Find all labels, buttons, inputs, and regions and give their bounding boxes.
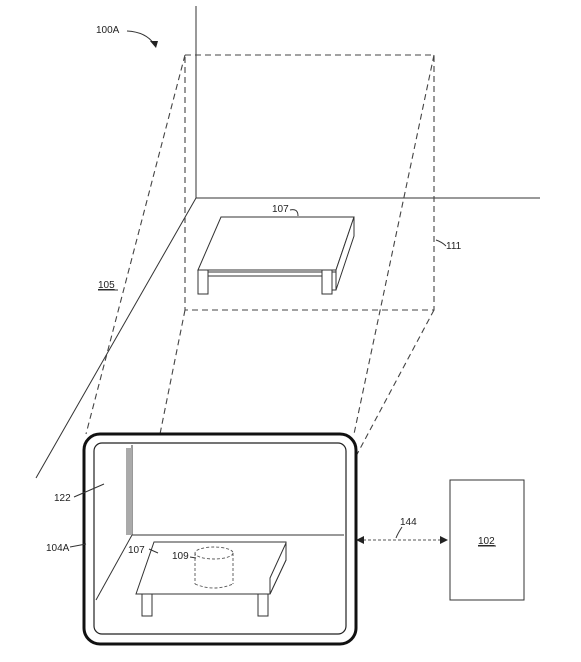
frustum-edge-top-left: [85, 54, 186, 435]
real-table: [197, 216, 355, 295]
server-box: [449, 479, 525, 601]
link-arrowhead-left: [356, 536, 364, 544]
figure-ref-arrowhead: [150, 41, 158, 48]
figure-ref-arrow: [126, 30, 155, 45]
leader-device: [69, 543, 87, 548]
displayed-table: [135, 541, 287, 617]
leader-link: [395, 526, 403, 539]
screen-floor-side-edge: [95, 534, 133, 601]
label-display-region: 122: [54, 493, 71, 504]
label-server: 102: [478, 536, 495, 547]
leader-table-displayed: [148, 548, 159, 554]
frustum-edge-bottom-right: [353, 309, 435, 461]
leader-object: [189, 556, 197, 559]
label-figure-ref: 100A: [96, 25, 120, 36]
frustum-edge-top-right: [353, 54, 435, 435]
frustum-edge-bottom-left: [159, 309, 186, 435]
label-table-real: 107: [272, 204, 289, 215]
label-table-displayed: 107: [128, 545, 145, 556]
leader-bounding-box: [435, 239, 447, 247]
label-link: 144: [400, 517, 417, 528]
label-object: 109: [172, 551, 189, 562]
room-floor-side-edge: [35, 197, 197, 479]
link-arrowhead-right: [440, 536, 448, 544]
label-device: 104A: [46, 543, 70, 554]
label-view-volume: 105: [98, 280, 115, 291]
leader-table-real: [289, 209, 299, 217]
label-bounding-box: 111: [446, 241, 462, 252]
leader-display-region: [73, 483, 105, 498]
